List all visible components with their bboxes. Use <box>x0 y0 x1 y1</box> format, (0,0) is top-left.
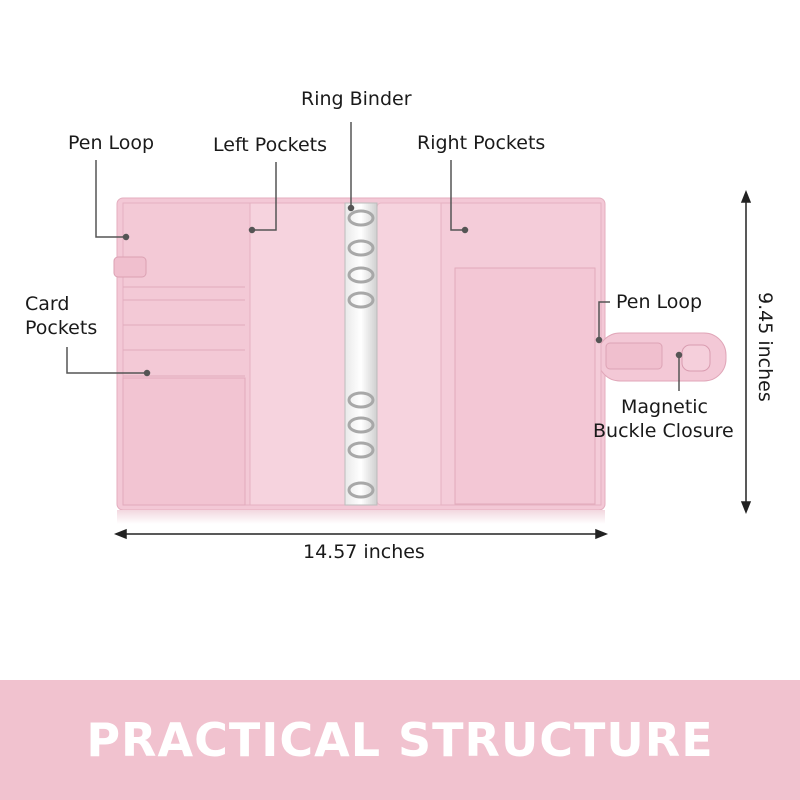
binder-reflection <box>117 510 605 524</box>
width-dimension-arrow <box>113 528 609 540</box>
pen-loop-right-label: Pen Loop <box>616 291 703 313</box>
card-pockets-label-line2: Pockets <box>25 317 98 339</box>
height-dimension-label: 9.45 inches <box>754 292 776 402</box>
ring-binder-label: Ring Binder <box>301 88 412 110</box>
card-pockets-label-line1: Card <box>25 293 70 315</box>
left-pockets-label: Left Pockets <box>213 134 327 156</box>
left-pen-loop <box>113 256 147 278</box>
right-pockets-label: Right Pockets <box>417 132 546 154</box>
strap-pen-loop <box>605 342 663 370</box>
width-dimension-label: 14.57 inches <box>303 541 425 563</box>
product-image: Ring Binder Pen Loop Left Pockets Right … <box>25 88 776 563</box>
magnetic-buckle <box>681 344 711 372</box>
magnetic-label-line2: Buckle Closure <box>593 420 734 442</box>
height-dimension-arrow <box>740 189 752 515</box>
pen-loop-left-label: Pen Loop <box>68 132 155 154</box>
banner-title: PRACTICAL STRUCTURE <box>86 713 714 767</box>
right-card-pocket <box>454 267 596 505</box>
left-pocket <box>249 202 346 506</box>
bottom-banner: PRACTICAL STRUCTURE <box>0 680 800 800</box>
binder-rings <box>347 209 375 499</box>
card-pocket-bottom <box>122 377 246 506</box>
magnetic-label-line1: Magnetic <box>621 396 709 418</box>
binder-illustration <box>66 122 752 540</box>
